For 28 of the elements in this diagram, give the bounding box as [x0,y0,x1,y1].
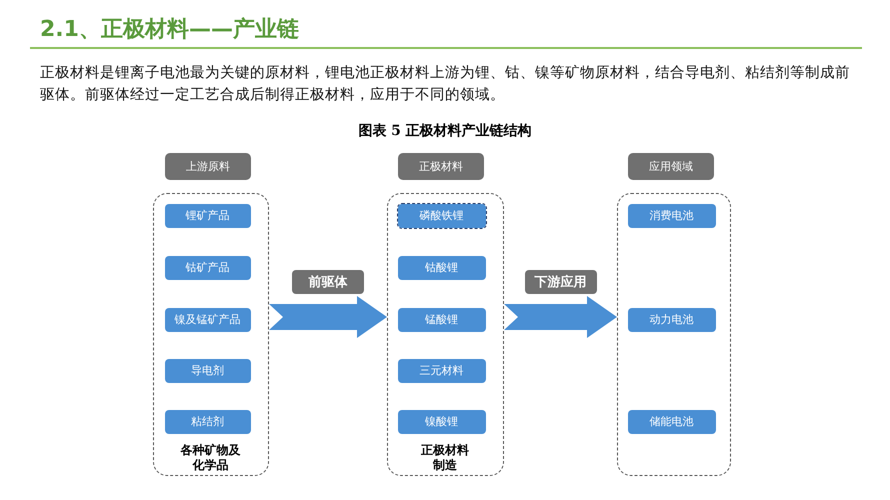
paragraph: 正极材料是锂离子电池最为关键的原材料，锂电池正极材料上游为锂、钴、镍等矿物原材料，结合导电剂、粘结剂等制成前驱体。前驱体经过一定工艺合成后制得正极材料，应用于不同的领域。 [40,64,851,105]
item-box: 磷酸铁锂 [398,204,486,228]
item-box: 锰酸锂 [398,308,486,332]
figure-caption: 图表 5 正极材料产业链结构 [357,122,533,140]
item-box: 镍及锰矿产品 [164,308,250,332]
item-box: 粘结剂 [164,410,250,434]
item-box: 钴矿产品 [164,256,250,280]
group-caption: 各种矿物及化学品 [180,443,242,473]
column-header: 正极材料 [398,153,484,180]
edge-label: 下游应用 [524,270,596,294]
section-title: 2.1、正极材料——产业链 [40,16,299,44]
item-box: 锂矿产品 [164,204,250,228]
item-box: 钴酸锂 [398,256,486,280]
item-box: 镍酸锂 [398,410,486,434]
dashed-group-box [617,193,731,476]
item-box: 动力电池 [628,308,716,332]
block-arrow [504,296,617,338]
dashed-group-box [153,193,269,476]
item-box: 三元材料 [398,358,486,382]
group-caption: 正极材料制造 [420,443,470,473]
edge-label: 前驱体 [292,270,364,294]
column-header: 上游原料 [165,153,251,180]
item-box: 储能电池 [628,410,716,434]
block-arrow [269,296,387,338]
dashed-group-box [387,193,504,476]
column-header: 应用领域 [628,153,714,180]
item-box: 导电剂 [164,358,250,382]
item-box: 消费电池 [628,204,716,228]
